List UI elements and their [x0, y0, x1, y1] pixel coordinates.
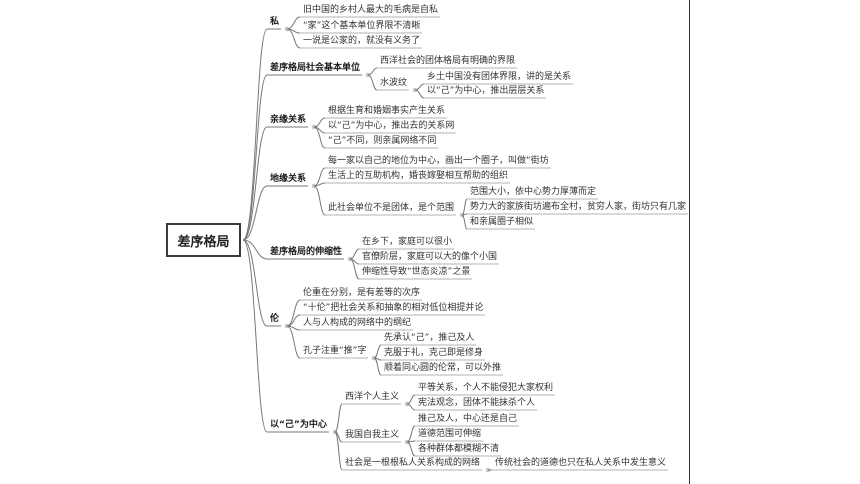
leaf-node[interactable]: 势力大的家族街坊遍布全村，贫穷人家，街坊只有几家	[470, 202, 687, 212]
child-connector	[286, 325, 301, 359]
branch-node[interactable]: 私	[270, 17, 280, 27]
leaf-node[interactable]: 先承认“己”，推己及人	[384, 333, 475, 343]
child-connector	[461, 214, 468, 230]
leaf-node[interactable]: 伦重在分别，是有差等的次序	[303, 288, 421, 298]
leaf-node[interactable]: 宪法观念，团体不能抹杀个人	[418, 398, 536, 408]
leaf-node[interactable]: “家”这个基本单位界限不清晰	[303, 21, 421, 31]
leaf-node[interactable]: 以“己”为中心，推出去的关系网	[328, 121, 455, 131]
child-connector	[373, 357, 382, 376]
branch-node[interactable]: 差序格局社会基本单位	[270, 63, 361, 73]
branch-connector	[242, 239, 268, 433]
child-connector	[313, 185, 326, 216]
leaf-node[interactable]: 乡土中国没有团体界限，讲的是关系	[427, 72, 572, 82]
leaf-node[interactable]: 顺着同心圆的伦常，可以外推	[384, 363, 502, 373]
leaf-node[interactable]: 官僚阶层，家庭可以大的像个小国	[362, 252, 498, 262]
leaf-node[interactable]: 平等关系，个人不能侵犯大家权利	[418, 383, 554, 393]
leaf-node[interactable]: 克服于礼，克己即是修身	[384, 348, 484, 358]
leaf-node[interactable]: 推己及人，中心还是自己	[418, 414, 518, 424]
child-connector	[334, 431, 343, 471]
child-connector	[406, 403, 416, 411]
leaf-node[interactable]: “己”不同，则亲属网络不同	[328, 136, 437, 146]
leaf-node[interactable]: 以“己”为中心，推出层层关系	[427, 86, 545, 96]
leaf-node[interactable]: 各种群体都模糊不清	[418, 444, 500, 454]
leaf-node[interactable]: 和亲属圈子相似	[470, 217, 534, 227]
branch-node[interactable]: 以“己”为中心	[270, 420, 327, 430]
root-node[interactable]: 差序格局	[166, 223, 241, 257]
child-connector	[406, 425, 416, 443]
child-connector	[334, 403, 343, 433]
child-connector	[406, 441, 416, 457]
leaf-node[interactable]: 西洋个人主义	[345, 392, 400, 402]
child-connector	[313, 126, 326, 149]
leaf-node[interactable]: 在乡下，家庭可以很小	[362, 237, 453, 247]
branch-node[interactable]: 差序格局的伸缩性	[270, 247, 343, 257]
leaf-node[interactable]: 社会是一根根私人关系构成的网络	[345, 458, 481, 468]
branch-connector	[242, 239, 268, 327]
leaf-node[interactable]: 根据生育和婚姻事实产生关系	[328, 106, 446, 116]
leaf-node[interactable]: 生活上的互助机构，婚丧嫁娶相互帮助的组织	[328, 171, 509, 181]
leaf-node[interactable]: 西洋社会的团体格局有明确的界限	[380, 56, 516, 66]
child-connector	[461, 198, 468, 216]
branch-connector	[242, 28, 268, 241]
branch-connector	[242, 74, 268, 241]
leaf-node[interactable]: 水波纹	[380, 78, 408, 88]
branch-node[interactable]: 伦	[270, 314, 280, 324]
branch-connector	[242, 126, 268, 241]
leaf-node[interactable]: “十伦”把社会关系和抽象的相对低位相提并论	[303, 303, 484, 313]
child-connector	[349, 258, 360, 280]
child-connector	[286, 28, 301, 49]
divider-line	[689, 0, 690, 484]
leaf-node[interactable]: 我国自我主义	[345, 430, 400, 440]
leaf-node[interactable]: 一说是公家的，就没有义务了	[303, 36, 421, 46]
child-connector	[414, 89, 425, 99]
leaf-node[interactable]: 孔子注重“推”字	[303, 346, 367, 356]
leaf-node[interactable]: 范围大小，依中心势力厚薄而定	[470, 187, 597, 197]
branch-node[interactable]: 地缘关系	[270, 174, 307, 184]
branch-connector	[242, 185, 268, 241]
leaf-node[interactable]: 此社会单位不是团体，是个范围	[328, 203, 455, 213]
leaf-node[interactable]: 每一家以自己的地位为中心，画出一个圈子，叫做“街坊	[328, 156, 549, 166]
branch-node[interactable]: 亲缘关系	[270, 115, 307, 125]
child-connector	[286, 16, 301, 30]
leaf-node[interactable]: 旧中国的乡村人最大的毛病是自私	[303, 5, 439, 15]
leaf-node[interactable]: 伸缩性导致“世态炎凉”之景	[362, 267, 471, 277]
leaf-node[interactable]: 人与人构成的网络中的纲纪	[303, 318, 412, 328]
leaf-node[interactable]: 传统社会的道德也只在私人关系中发生意义	[495, 458, 667, 468]
child-connector	[313, 182, 326, 187]
child-connector	[367, 74, 378, 91]
branch-connector	[242, 239, 268, 260]
leaf-node[interactable]: 道德范围可伸缩	[418, 429, 482, 439]
